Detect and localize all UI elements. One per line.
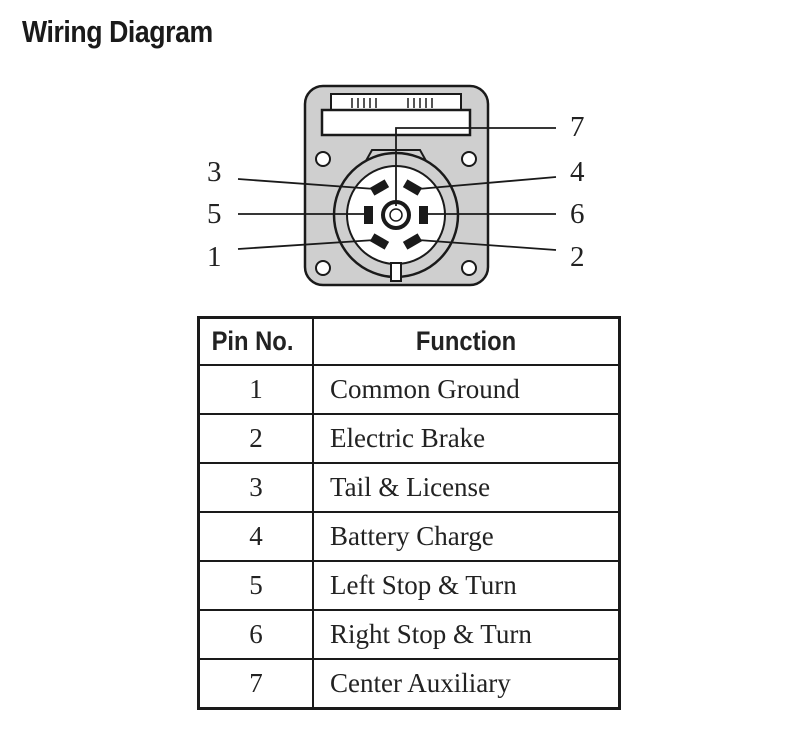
pin-function-cell: Battery Charge <box>312 511 621 562</box>
table-row: 7 Center Auxiliary <box>197 658 621 710</box>
pin-5-contact <box>364 206 373 224</box>
header-pin-no: Pin No. <box>197 316 314 366</box>
pin-number-cell: 1 <box>197 364 314 415</box>
terminal-teeth <box>351 98 433 108</box>
pin-number-cell: 4 <box>197 511 314 562</box>
pin-function-cell: Right Stop & Turn <box>312 609 621 660</box>
mount-hole-top-right <box>461 151 477 167</box>
table-row: 6 Right Stop & Turn <box>197 609 621 660</box>
pin-label-1: 1 <box>207 241 222 273</box>
pin-2-contact <box>402 233 423 250</box>
pin-function-table: Pin No. Function 1 Common Ground 2 Elect… <box>197 316 621 710</box>
pin-label-2: 2 <box>570 241 585 273</box>
pin-function-cell: Left Stop & Turn <box>312 560 621 611</box>
connector-diagram: 7 3 4 5 6 1 2 <box>207 84 585 287</box>
leader-line-2 <box>417 239 557 251</box>
table-row: 3 Tail & License <box>197 462 621 513</box>
pin-label-4: 4 <box>570 156 585 188</box>
pin-function-cell: Center Auxiliary <box>312 658 621 710</box>
pin-7-center-inner <box>389 208 403 222</box>
pin-1-contact <box>369 233 390 250</box>
pin-number-cell: 6 <box>197 609 314 660</box>
pin-6-contact <box>419 206 428 224</box>
mount-hole-top-left <box>315 151 331 167</box>
mount-hole-bottom-right <box>461 260 477 276</box>
table-row: 2 Electric Brake <box>197 413 621 464</box>
leader-line-7 <box>395 127 556 206</box>
table-row: 1 Common Ground <box>197 364 621 415</box>
pin-number-cell: 7 <box>197 658 314 710</box>
header-function: Function <box>312 316 621 366</box>
pin-function-cell: Common Ground <box>312 364 621 415</box>
pin-4-contact <box>402 179 423 196</box>
terminal-strip <box>330 93 462 111</box>
pin-label-7: 7 <box>570 111 585 143</box>
pin-label-3: 3 <box>207 156 222 188</box>
leader-line-1 <box>237 239 376 250</box>
pin-number-cell: 5 <box>197 560 314 611</box>
pin-number-cell: 3 <box>197 462 314 513</box>
pin-label-6: 6 <box>570 198 585 230</box>
table-row: 4 Battery Charge <box>197 511 621 562</box>
pin-3-contact <box>369 179 390 196</box>
socket-bottom-key <box>390 262 402 282</box>
page-title: Wiring Diagram <box>22 14 213 49</box>
mount-hole-bottom-left <box>315 260 331 276</box>
leader-line-4 <box>417 176 557 190</box>
table-row: 5 Left Stop & Turn <box>197 560 621 611</box>
leader-line-3 <box>237 178 376 190</box>
table-header-row: Pin No. Function <box>197 316 621 366</box>
pin-number-cell: 2 <box>197 413 314 464</box>
pin-function-cell: Tail & License <box>312 462 621 513</box>
pin-function-cell: Electric Brake <box>312 413 621 464</box>
pin-label-5: 5 <box>207 198 222 230</box>
